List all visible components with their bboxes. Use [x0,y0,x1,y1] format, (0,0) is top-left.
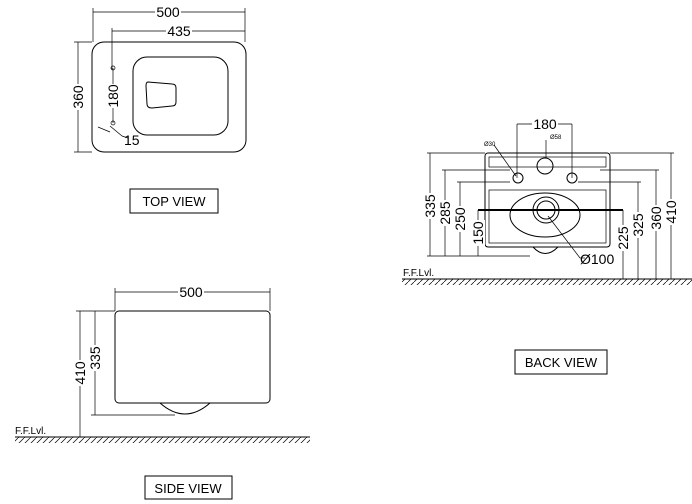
hole-large-label: Ø58 [550,135,562,141]
dim-inner-width: 435 [167,23,191,39]
dim-depth: 360 [70,85,86,109]
back-view: 180 Ø30 Ø58 Ø100 335 285 250 150 225 325… [402,116,692,285]
back-dim-right-1: 225 [615,226,631,250]
side-outline [114,310,271,404]
back-view-label-box [514,349,608,375]
dim-hole-dia: 15 [124,132,140,148]
top-outline [91,41,247,153]
top-bowl [132,56,229,136]
top-view: 500 435 360 180 15 [70,4,247,153]
side-view: 500 410 335 F.F.Lvl. [15,284,310,443]
side-dim-body-height: 335 [87,346,103,370]
top-view-label-box [129,188,219,214]
dim-hole-spacing: 180 [105,84,121,108]
back-dim-left-1: 335 [422,194,438,218]
back-floor-label: F.F.Lvl. [403,268,434,279]
back-dim-left-3: 250 [452,207,468,231]
side-floor-label: F.F.Lvl. [15,426,46,437]
hole-small-label: Ø30 [484,142,496,148]
back-dim-hole-spacing: 180 [533,116,557,132]
side-dim-total-height: 410 [72,361,88,385]
back-bowl [509,192,581,238]
dim-width: 500 [156,4,180,20]
back-dim-right-4: 410 [663,200,679,224]
hole-large [536,157,554,175]
back-dim-left-4: 150 [470,221,486,245]
side-view-title: SIDE VIEW [154,481,222,496]
back-dim-left-2: 285 [437,201,453,225]
outlet-dia-label: Ø100 [580,251,614,267]
side-bowl [159,402,211,415]
back-dim-right-3: 360 [648,206,664,230]
back-view-title: BACK VIEW [525,355,598,370]
top-outlet [145,81,177,109]
side-dim-width: 500 [179,284,203,300]
side-view-label-box [144,475,233,500]
hole-left [512,172,524,184]
top-view-title: TOP VIEW [142,194,206,209]
back-outline [484,152,611,248]
back-dim-right-2: 325 [630,213,646,237]
